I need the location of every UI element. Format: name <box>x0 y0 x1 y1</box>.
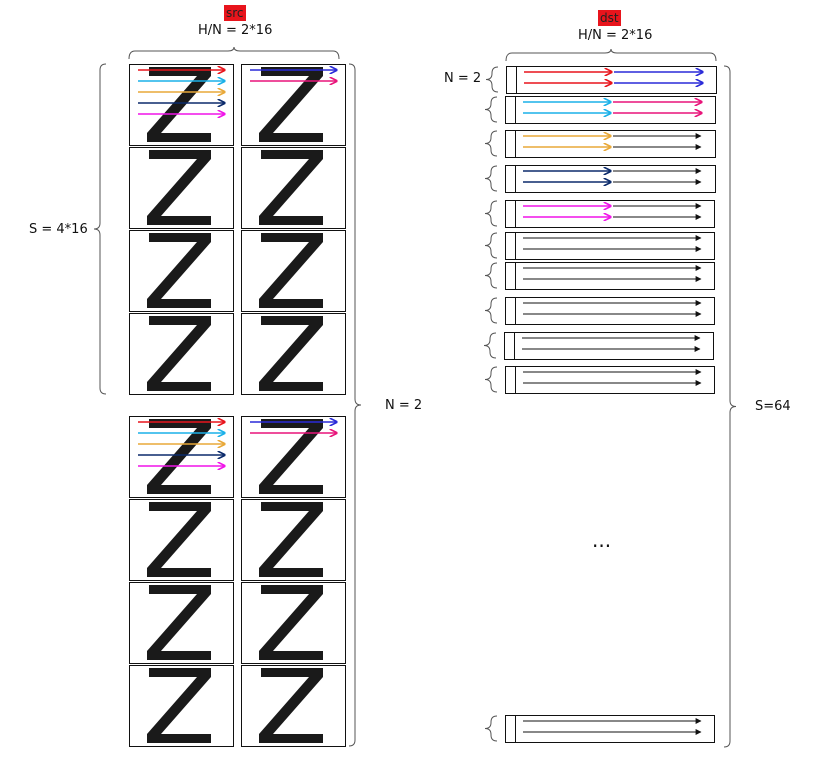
src-seq-label: S = 4*16 <box>29 222 88 237</box>
dst-row <box>504 332 714 360</box>
src-tile <box>241 582 346 664</box>
letter-z-glyph <box>147 668 211 743</box>
src-tag: src <box>224 5 246 21</box>
curly-brace <box>484 165 498 192</box>
src-tile-border <box>129 416 234 498</box>
src-tile <box>241 416 346 498</box>
src-tile <box>241 230 346 312</box>
src-tile <box>241 665 346 747</box>
src-tile <box>129 313 234 395</box>
dst-row <box>505 232 715 260</box>
dst-row-border <box>505 262 715 290</box>
letter-z-glyph <box>147 67 211 142</box>
src-tile <box>241 64 346 146</box>
dst-row-border <box>504 332 714 360</box>
src-tile <box>241 499 346 581</box>
dst-row-stack <box>504 66 717 743</box>
src-tile <box>129 665 234 747</box>
curly-brace <box>485 66 499 93</box>
dst-row-border <box>505 297 715 325</box>
dst-row <box>505 200 715 228</box>
letter-z-glyph <box>259 316 323 391</box>
src-tile <box>129 147 234 229</box>
ellipsis: ... <box>592 528 612 552</box>
curly-brace <box>128 46 340 60</box>
src-arrows <box>138 70 336 466</box>
dst-row <box>505 297 715 325</box>
curly-brace <box>484 130 498 157</box>
curly-brace <box>484 262 498 289</box>
letter-z-glyph <box>147 502 211 577</box>
curly-brace <box>484 96 498 123</box>
dst-row <box>505 165 716 193</box>
letter-z-glyph <box>147 150 211 225</box>
letter-z-glyph <box>147 233 211 308</box>
letter-z-glyph <box>259 150 323 225</box>
dst-row-border <box>505 366 715 394</box>
letter-z-glyph <box>259 419 323 494</box>
curly-brace <box>505 48 717 62</box>
dst-row <box>505 130 716 158</box>
dst-row-border <box>505 232 715 260</box>
letter-z-glyph <box>147 419 211 494</box>
src-tile <box>129 582 234 664</box>
dst-row <box>506 66 717 94</box>
src-tile <box>129 230 234 312</box>
dst-row <box>505 96 716 124</box>
dst-row <box>505 262 715 290</box>
curly-brace <box>348 63 362 747</box>
dst-row <box>505 366 715 394</box>
letter-z-glyph <box>259 502 323 577</box>
curly-brace <box>484 297 498 324</box>
curly-brace <box>484 366 498 393</box>
letter-z-glyph <box>259 668 323 743</box>
dst-row-border <box>505 96 716 124</box>
src-tile <box>241 147 346 229</box>
dst-row-border <box>505 165 716 193</box>
letter-z-glyph <box>259 233 323 308</box>
curly-brace <box>93 63 107 395</box>
dst-row <box>505 715 715 743</box>
letter-z-glyph <box>259 67 323 142</box>
braces <box>93 46 737 748</box>
dst-row-border <box>505 200 715 228</box>
curly-brace <box>483 332 497 359</box>
dst-n-label: N = 2 <box>444 71 482 86</box>
curly-brace <box>484 200 498 227</box>
letter-z-glyph <box>147 585 211 660</box>
letter-z-glyph <box>259 585 323 660</box>
dst-tag: dst <box>598 10 621 26</box>
src-tile <box>129 416 234 498</box>
src-tile-grid <box>129 64 346 747</box>
src-groups-label: N = 2 <box>385 398 423 413</box>
curly-brace <box>484 715 498 742</box>
src-tile <box>241 313 346 395</box>
src-width-label: H/N = 2*16 <box>198 23 273 38</box>
dst-seq-label: S=64 <box>755 399 791 414</box>
dst-row-border <box>505 130 716 158</box>
curly-brace <box>723 65 737 748</box>
letter-z-glyph <box>147 316 211 391</box>
dst-row-border <box>505 715 715 743</box>
src-tile <box>129 64 234 146</box>
dst-width-label: H/N = 2*16 <box>578 28 653 43</box>
curly-brace <box>484 232 498 259</box>
src-tile <box>129 499 234 581</box>
dst-row-border <box>506 66 717 94</box>
